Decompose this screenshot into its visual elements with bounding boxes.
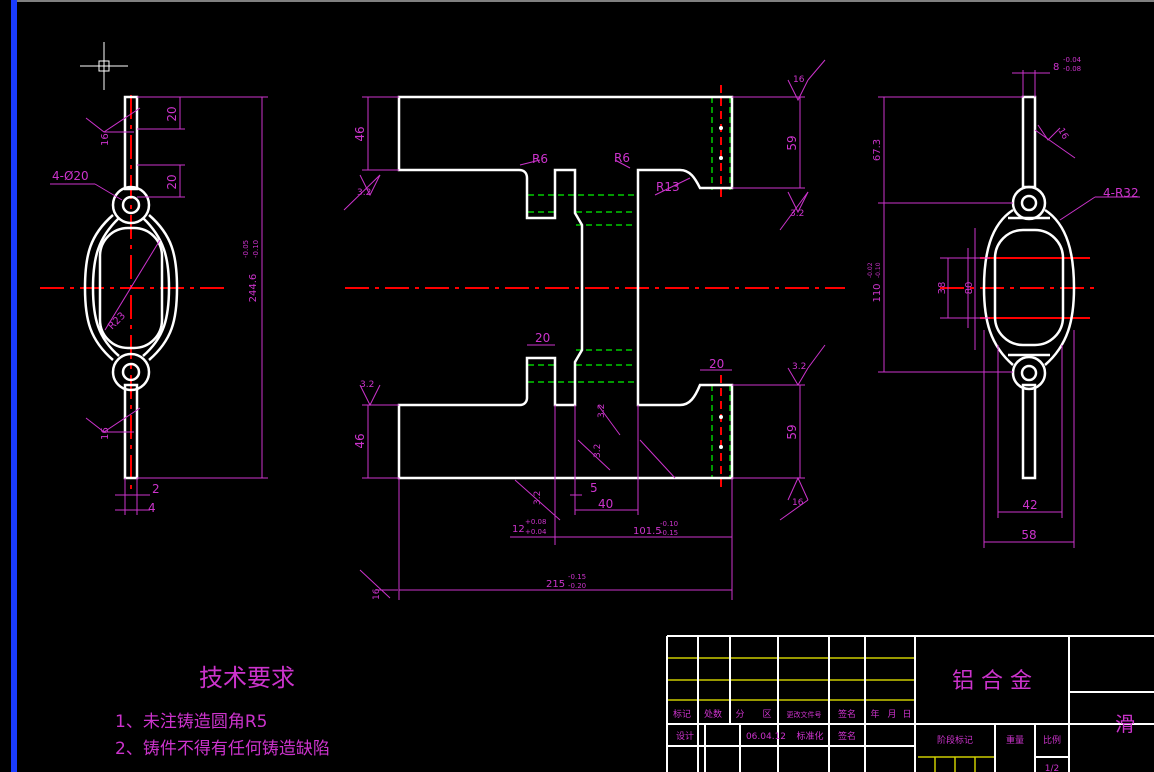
rough-32-c: 3.2 [790, 209, 804, 219]
dim-8: 8 [1053, 62, 1059, 73]
dim-215: 215 [546, 579, 565, 590]
center-view: 46 46 59 59 20 20 5 40 12 +0.08 +0.04 10… [343, 59, 845, 600]
dim-38: 38 [937, 282, 948, 295]
tb-header-signature: 签名 [838, 708, 856, 720]
dim-overall-244: 244.6 [248, 274, 259, 303]
right-view: 8 -0.04 -0.08 67.3 110 -0.02 -0.10 38 80… [867, 56, 1140, 548]
label-holes: 4-Ø20 [52, 169, 89, 183]
tb-weight: 重量 [1006, 734, 1024, 746]
tb-standardize: 标准化 [796, 730, 823, 742]
tb-design: 设计 [676, 730, 694, 742]
tb-header-div: 分 [735, 709, 744, 720]
right-dimension-lines [878, 70, 1140, 548]
center-dimension-lines [343, 59, 826, 600]
tech-req-item-1: 1、未注铸造圆角R5 [115, 712, 267, 732]
rough-16-a: 16 [793, 75, 805, 85]
dim-42: 42 [1022, 498, 1037, 512]
dim-right-top-59: 59 [785, 135, 799, 150]
dim-80: 80 [964, 282, 975, 295]
dim-110-tol-upper: -0.02 [867, 262, 874, 278]
tb-header-zone: 区 [762, 709, 771, 720]
dim-110: 110 [872, 283, 883, 302]
tb-header-mark: 标记 [673, 708, 691, 720]
left-border-bar [11, 0, 17, 772]
dim-110-tol-lower: -0.10 [875, 262, 882, 278]
tb-sheet: 1/2 [1045, 764, 1059, 772]
rough-bottom-16: 16 [100, 427, 111, 440]
rough-16-b: 16 [792, 498, 804, 508]
tb-sign: 签名 [838, 730, 856, 742]
dim-1015: 101.5 [633, 526, 662, 537]
dim-left-top-46: 46 [353, 126, 367, 141]
left-body-outline [83, 95, 179, 480]
rough-32-a: 3.2 [357, 188, 371, 198]
right-body-outline [982, 95, 1076, 480]
title-block-grid [666, 635, 1154, 772]
dim-40: 40 [598, 497, 613, 511]
dim-top-20: 20 [165, 106, 179, 121]
left-dimension-lines [50, 96, 268, 515]
left-view: 20 20 244.6 -0.05 -0.10 2 4 4-Ø20 16 16 … [40, 95, 268, 515]
dim-12-tol-lower: +0.04 [525, 528, 547, 536]
dim-right-bottom-59: 59 [785, 424, 799, 439]
tb-header-day: 日 [902, 709, 911, 720]
rough-32-b: 3.2 [360, 380, 374, 390]
hidden-lines [528, 97, 731, 478]
tb-date: 06.04.12 [746, 732, 786, 742]
rough-16-c: 16 [372, 588, 382, 600]
hole-dots [719, 126, 723, 449]
rough-32-d: 3.2 [792, 362, 806, 372]
dim-overall-tol-lower: -0.10 [252, 240, 260, 258]
label-r13: R13 [656, 180, 680, 194]
tb-material: 铝 合 金 [952, 669, 1032, 694]
center-body-outline [397, 95, 734, 480]
rough-right-16: 16 [1055, 127, 1070, 142]
tb-scale: 比例 [1043, 734, 1061, 746]
dim-overall-tol-upper: -0.05 [242, 240, 250, 258]
technical-requirements: 技术要求 1、未注铸造圆角R5 2、铸件不得有任何铸造缺陷 [115, 664, 330, 759]
tech-req-item-2: 2、铸件不得有任何铸造缺陷 [115, 739, 330, 759]
dim-1015-tol-lower: -0.15 [660, 529, 678, 537]
dim-thickness-4: 4 [148, 501, 156, 515]
dim-215-tol-lower: -0.20 [568, 582, 586, 590]
dim-right-slot-20: 20 [709, 357, 724, 371]
dim-673: 67.3 [872, 139, 883, 161]
label-r6-right: R6 [614, 151, 630, 165]
crosshair-cursor-icon[interactable] [80, 42, 128, 90]
tb-stage-mark: 阶段标记 [937, 734, 973, 746]
tb-part-name: 滑 [1115, 712, 1135, 736]
dim-second-20: 20 [165, 174, 179, 189]
label-4-r32: 4-R32 [1103, 186, 1139, 200]
dim-12: 12 [512, 524, 525, 535]
tb-header-year: 年 [870, 708, 879, 720]
rough-32-e: 3.2 [533, 491, 543, 505]
dim-8-tol-upper: -0.04 [1063, 56, 1082, 64]
rough-32-g: 3.2 [593, 444, 603, 458]
dim-8-tol-lower: -0.08 [1063, 65, 1081, 73]
dim-web-2: 2 [152, 482, 160, 496]
dim-215-tol-upper: -0.15 [568, 573, 586, 581]
title-block-yellow-grid [667, 657, 995, 772]
label-radius-inner: R23 [106, 310, 128, 332]
title-block: 标记 处数 分 区 更改文件号 签名 年 月 日 设计 06.04.12 标准化… [666, 635, 1154, 772]
tb-header-month: 月 [887, 709, 896, 720]
tech-req-title: 技术要求 [199, 664, 295, 692]
dim-1015-tol-upper: -0.10 [660, 520, 678, 528]
rough-32-f: 3.2 [597, 404, 607, 418]
dim-12-tol-upper: +0.08 [525, 518, 546, 526]
dim-58: 58 [1021, 528, 1036, 542]
dim-slot-20: 20 [535, 331, 550, 345]
dim-left-bottom-46: 46 [353, 433, 367, 448]
rough-top-16: 16 [100, 133, 111, 146]
label-r6-left: R6 [532, 152, 548, 166]
tb-header-count: 处数 [704, 708, 722, 720]
dim-5: 5 [590, 481, 598, 495]
tb-header-change-doc: 更改文件号 [787, 710, 822, 719]
